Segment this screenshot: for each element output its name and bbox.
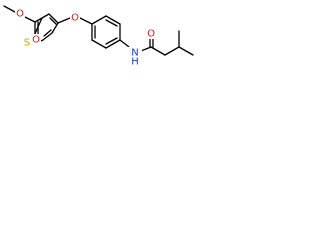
- structure-canvas: O O S O N H O: [3, 5, 194, 68]
- amide-nitrogen-label: N: [131, 48, 138, 59]
- bond-c2-c3: [48, 13, 59, 24]
- bond-ph2-ph3-inner: [105, 19, 118, 27]
- amide-hydrogen-label: H: [131, 57, 139, 68]
- ether-oxygen-label: O: [71, 13, 79, 24]
- amide-nh-bg: [124, 47, 142, 67]
- bond-ether-o-ring: [79, 17, 93, 25]
- thiophene-sulfur-label: S: [24, 38, 30, 49]
- amide-o-bg: [146, 28, 156, 39]
- ester-o1-bg: [15, 8, 25, 19]
- bond-ch-methyl-right: [178, 46, 194, 56]
- bond-ring-n: [119, 39, 130, 48]
- bond-c4-c5: [42, 32, 53, 41]
- bond-ph1-ph2: [91, 15, 107, 25]
- bond-c3-ether-o: [57, 17, 71, 24]
- bond-methyl-o: [3, 5, 16, 13]
- ester-o2-bg: [31, 34, 41, 45]
- bond-c2-c3-inner: [49, 17, 57, 25]
- bond-o-carbonyl: [24, 16, 36, 23]
- bond-ph2-ph3: [105, 15, 121, 25]
- bond-n-carbonyl: [140, 46, 152, 52]
- ester-oxygen-label: O: [16, 9, 24, 20]
- bond-c3-c4: [51, 22, 59, 34]
- amide-oxygen-label: O: [147, 29, 155, 40]
- bond-carbonyl-ch2: [150, 46, 166, 56]
- ether-o-bg: [70, 12, 80, 23]
- carbonyl-oxygen-label: O: [32, 35, 40, 46]
- bonds: [3, 5, 194, 56]
- bond-ph4-ph5-inner: [105, 37, 118, 45]
- bond-c4-c5-inner: [43, 29, 52, 37]
- bond-ph5-ph6: [91, 39, 107, 49]
- atom-labels: O O S O N H O: [15, 8, 156, 68]
- bond-ph4-ph5: [105, 39, 121, 49]
- bond-ch2-ch: [164, 46, 180, 56]
- sulfur-bg: [22, 37, 32, 49]
